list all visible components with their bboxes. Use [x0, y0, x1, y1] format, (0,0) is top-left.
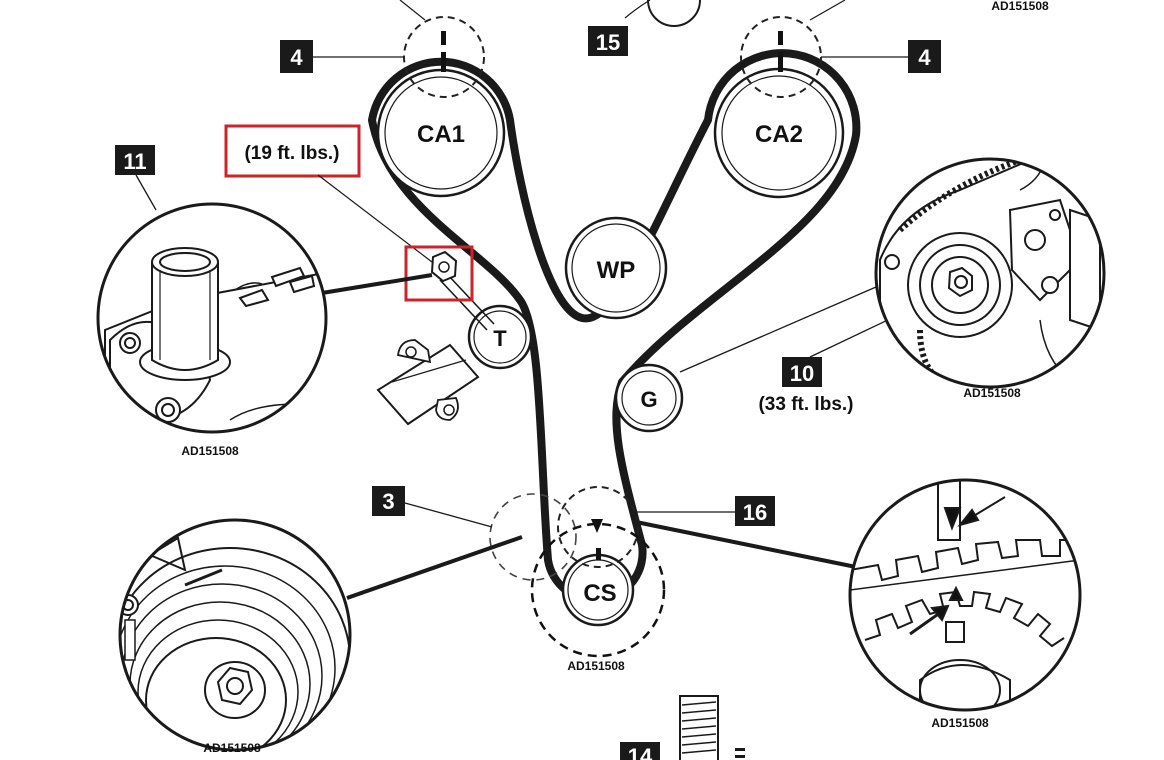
- timing-mark-circle-cs-left: [489, 493, 577, 581]
- torque-label-33: (33 ft. lbs.): [758, 394, 853, 415]
- figure-code-bottom-left: AD151508: [203, 741, 261, 755]
- pulley-ca1: CA1: [376, 68, 506, 198]
- pulley-label-ca2: CA2: [755, 121, 803, 148]
- callout-11: 11: [115, 145, 157, 211]
- timing-mark-circle-cs-top: [557, 486, 639, 568]
- figure-code-bottom-center: AD151508: [567, 659, 625, 673]
- callout-14: 14: [620, 742, 660, 760]
- bolt-illustration: [679, 695, 745, 760]
- crank-arrow-mark: [591, 519, 603, 533]
- pulley-label-ca1: CA1: [417, 121, 465, 148]
- svg-text:15: 15: [596, 30, 620, 55]
- svg-text:3: 3: [382, 489, 394, 514]
- pulley-label-g: G: [640, 387, 657, 412]
- detail-circle-bottom-right: [848, 478, 1082, 712]
- timing-mark-ca1: [441, 31, 446, 45]
- svg-text:16: 16: [743, 500, 767, 525]
- timing-belt: [368, 49, 861, 605]
- callout-10: 10: [782, 357, 822, 387]
- pulley-tensioner: T: [467, 304, 533, 370]
- svg-text:14: 14: [628, 744, 653, 760]
- figure-code-right-detail: AD151508: [963, 386, 1021, 400]
- svg-text:11: 11: [123, 149, 146, 174]
- detail-circle-right: [874, 157, 1106, 389]
- callout-4-left: 4: [280, 40, 404, 73]
- pulley-crankshaft: CS: [561, 553, 635, 627]
- timing-mark-circle-cs-big: [530, 522, 666, 658]
- svg-text:(19 ft. lbs.): (19 ft. lbs.): [244, 143, 339, 164]
- detail-circle-left: [96, 202, 328, 434]
- figure-code-top-right: AD151508: [991, 0, 1049, 13]
- torque-label-19: (19 ft. lbs.): [224, 124, 361, 178]
- tensioner-bolt-highlight: [404, 245, 474, 302]
- pulley-wp: WP: [564, 216, 668, 320]
- pulley-idler-g: G: [614, 363, 684, 433]
- callout-15: 15: [588, 26, 628, 56]
- callout-16: 16: [636, 496, 775, 526]
- pulley-label-wp: WP: [597, 257, 636, 284]
- pulley-label-t: T: [493, 326, 507, 351]
- svg-text:10: 10: [790, 361, 814, 386]
- svg-text:4: 4: [918, 45, 931, 70]
- pulley-label-cs: CS: [583, 580, 616, 607]
- svg-text:4: 4: [290, 45, 303, 70]
- timing-mark-ca2: [778, 31, 783, 45]
- tensioner-assembly: [376, 245, 495, 426]
- detail-circle-bottom-left: [118, 518, 352, 752]
- figure-code-left-detail: AD151508: [181, 444, 239, 458]
- figure-code-bottom-right: AD151508: [931, 716, 989, 730]
- callout-3: 3: [372, 486, 493, 528]
- pulley-ca2: CA2: [713, 67, 845, 199]
- callout-4-right: 4: [821, 40, 941, 73]
